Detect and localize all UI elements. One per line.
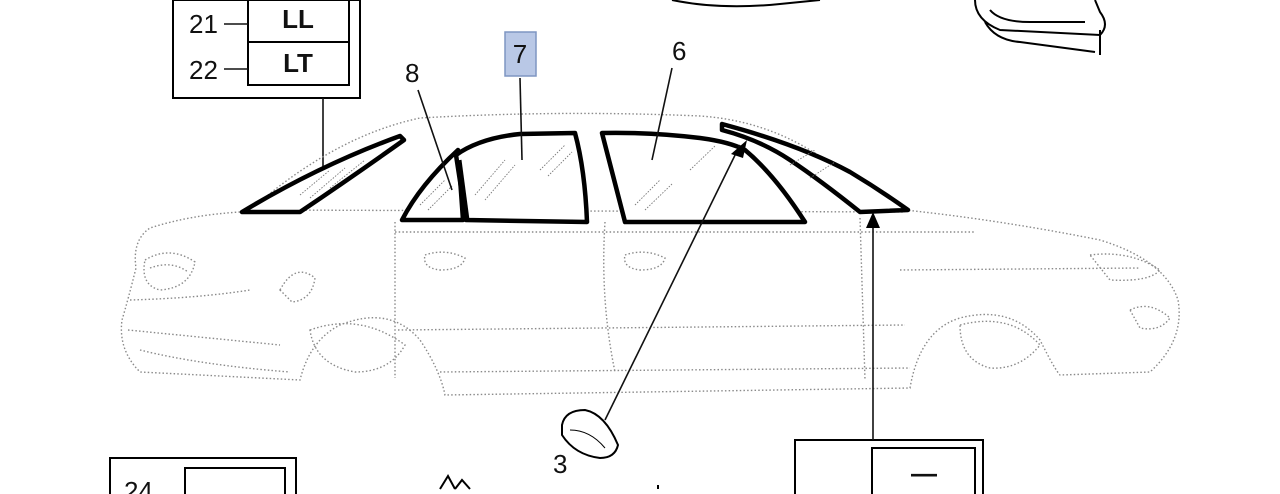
bottom-part-fragment — [439, 473, 659, 490]
code-lt: LT — [283, 48, 313, 78]
callout-24: 24 — [124, 476, 153, 494]
weatherstrip-part — [974, 0, 1106, 55]
front-door-glass — [453, 130, 590, 225]
callout-21: 21 — [189, 9, 218, 39]
callout-3: 3 — [553, 449, 567, 479]
callout-7-group[interactable]: 7 — [504, 31, 537, 161]
callout-8: 8 — [405, 58, 419, 88]
code-ll: LL — [282, 4, 314, 34]
clip-part-3: 3 — [553, 140, 747, 479]
top-part-fragment — [671, 0, 821, 8]
callout-8-group: 8 — [405, 58, 453, 191]
windshield-glass — [239, 133, 407, 215]
callout-6-group: 6 — [651, 36, 686, 161]
callout-7-highlight[interactable] — [504, 31, 537, 77]
code-box-bottom-left: 24 — [109, 457, 297, 494]
callout-6: 6 — [672, 36, 686, 66]
code-dash: — — [911, 458, 937, 488]
code-box-21-22: 21 22 LL LT — [172, 0, 361, 170]
rear-window-glass — [719, 121, 911, 215]
car-body-outline — [120, 112, 1180, 396]
callout-22: 22 — [189, 55, 218, 85]
callout-7: 7 — [513, 39, 527, 69]
code-box-bottom-right: — — [794, 212, 984, 494]
front-vent-glass — [399, 147, 466, 223]
